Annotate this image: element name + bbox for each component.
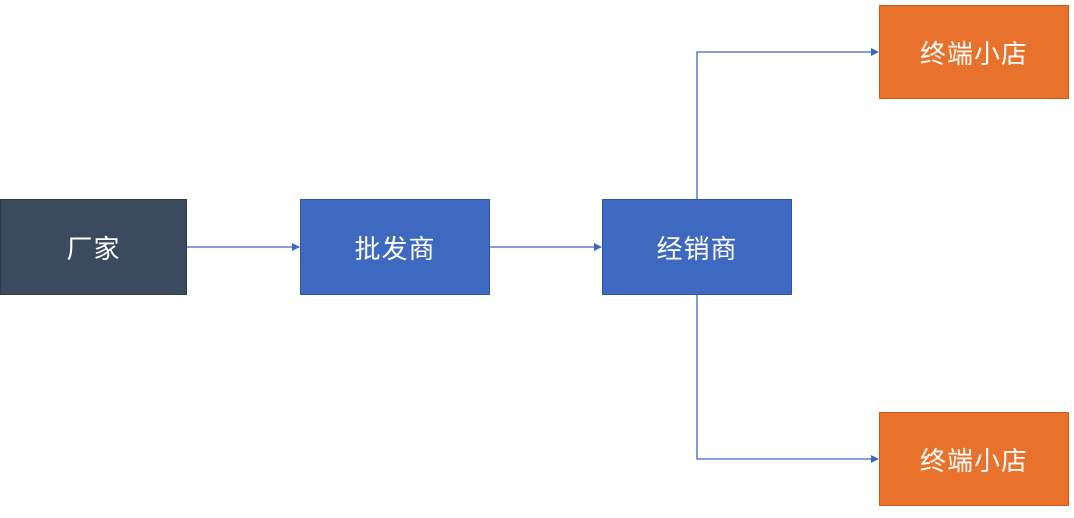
- shop-bottom-label: 终端小店: [919, 446, 1028, 477]
- wholesaler-label: 批发商: [354, 234, 436, 265]
- wholesaler-node: 批发商: [300, 199, 490, 295]
- distributor-node: 经销商: [602, 199, 792, 295]
- shop-node-bottom: 终端小店: [879, 412, 1069, 506]
- arrow-distributor-to-shop-top: [696, 48, 879, 199]
- shop-top-label: 终端小店: [919, 39, 1028, 70]
- factory-label: 厂家: [66, 234, 121, 265]
- factory-node: 厂家: [0, 199, 187, 295]
- shop-node-top: 终端小店: [879, 5, 1069, 99]
- distributor-label: 经销商: [656, 234, 738, 265]
- arrow-distributor-to-shop-bottom: [696, 295, 879, 463]
